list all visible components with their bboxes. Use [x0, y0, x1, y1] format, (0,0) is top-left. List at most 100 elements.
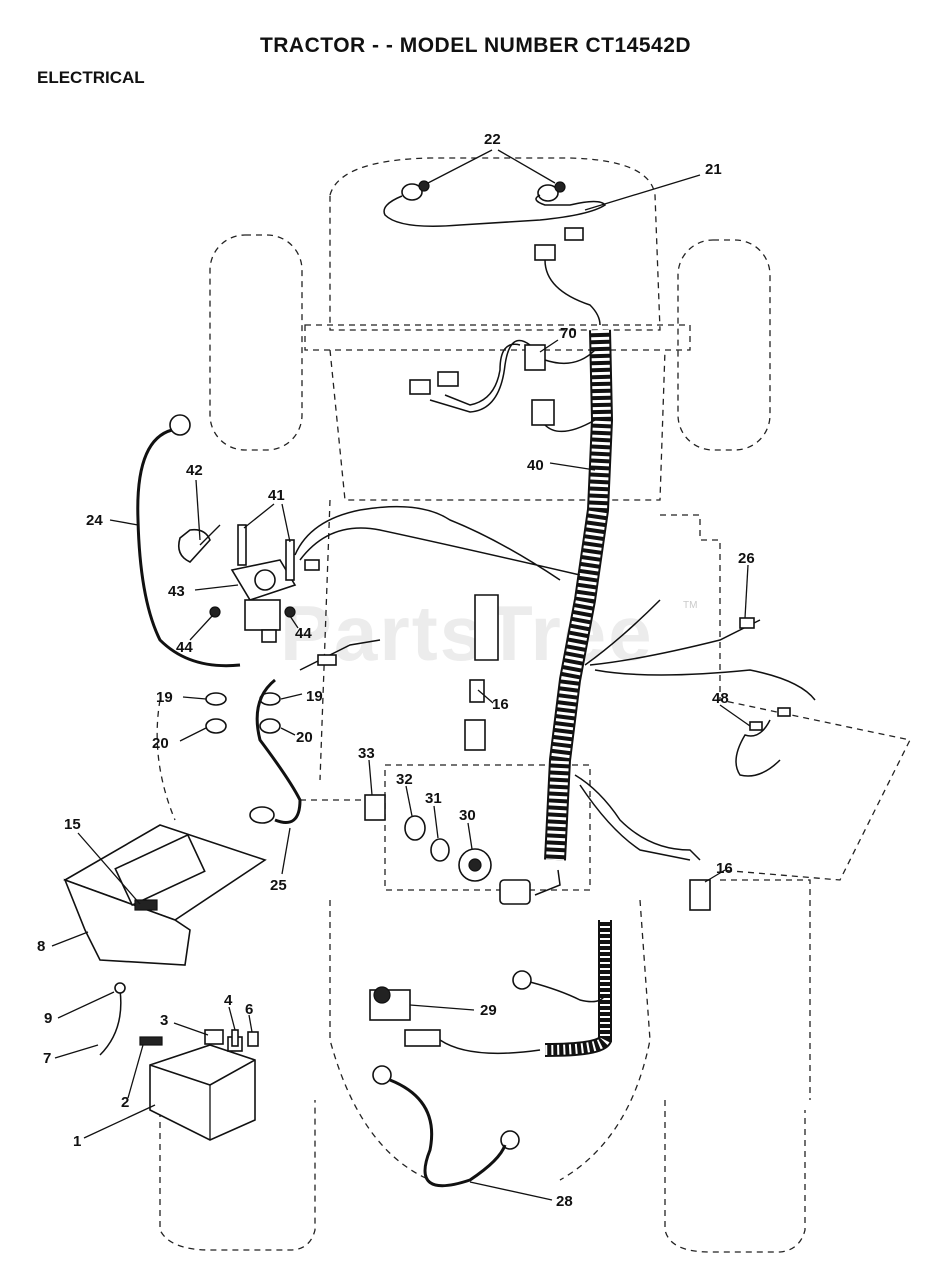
solenoid-clip	[304, 559, 320, 571]
bolt-2	[139, 1036, 163, 1046]
callout-25: 25	[270, 877, 287, 894]
callout-7: 7	[43, 1050, 51, 1067]
callout-20-right: 20	[296, 729, 313, 746]
tractor-outline	[156, 157, 911, 1253]
hold-down-15	[134, 899, 158, 911]
headlight-harness	[383, 194, 607, 227]
page-title: TRACTOR - - MODEL NUMBER CT14542D	[259, 34, 692, 57]
rear-harness-coil	[544, 920, 612, 1057]
cable-28-terminal-b	[500, 1130, 520, 1150]
callout-20-left: 20	[152, 735, 169, 752]
callout-42: 42	[186, 462, 203, 479]
cable-24-terminal	[169, 414, 191, 436]
headlight-right	[537, 181, 566, 202]
watermark-trademark: TM	[683, 600, 698, 611]
harness-plug	[564, 227, 584, 241]
callout-21: 21	[705, 161, 722, 178]
harness-end-plug	[499, 879, 531, 905]
switch-33	[364, 794, 386, 821]
switch-29	[369, 986, 411, 1021]
harness-16-coil	[474, 594, 499, 661]
callout-31: 31	[425, 790, 442, 807]
connector-16-upper	[469, 679, 485, 703]
section-heading: ELECTRICAL	[37, 68, 145, 87]
callout-33: 33	[358, 745, 375, 762]
callout-16-right: 16	[716, 860, 733, 877]
callout-15: 15	[64, 816, 81, 833]
washer-31	[430, 838, 450, 862]
callout-1: 1	[73, 1133, 81, 1150]
headlight-left	[401, 180, 430, 201]
callout-41: 41	[268, 487, 285, 504]
switch-16-right-leads	[574, 774, 701, 861]
harness-branch-rear	[534, 869, 561, 896]
callout-9: 9	[44, 1010, 52, 1027]
callout-24: 24	[86, 512, 103, 529]
inline-connector	[317, 654, 337, 666]
callout-43: 43	[168, 583, 185, 600]
boot-42	[177, 528, 211, 563]
nut-44-right	[284, 606, 296, 618]
battery-1	[149, 1036, 256, 1141]
cable-28-terminal-a	[372, 1065, 392, 1085]
vent-tube-7	[99, 989, 122, 1056]
callout-22: 22	[484, 131, 501, 148]
callout-44-right: 44	[295, 625, 312, 642]
callout-70: 70	[560, 325, 577, 342]
nut-44-left	[209, 606, 221, 618]
callout-19-left: 19	[156, 689, 173, 706]
main-harness-coil	[544, 329, 614, 861]
ring-32	[404, 815, 426, 841]
callout-29: 29	[480, 1002, 497, 1019]
nut-20-right	[259, 718, 281, 734]
callout-26: 26	[738, 550, 755, 567]
lead-48	[735, 719, 781, 777]
elbow-9	[114, 982, 126, 994]
plug-48-b	[777, 707, 791, 717]
battery-cable-24	[136, 428, 241, 668]
rear-ground-wire	[529, 981, 606, 1003]
switch-29-lead	[439, 1039, 541, 1055]
wire-to-switch	[299, 639, 381, 671]
callout-labels: 22 21 70 40 42 41 24 43 44 44 19 19 20 2…	[37, 131, 755, 1210]
cable-25-terminal	[249, 806, 275, 824]
callout-16-left: 16	[492, 696, 509, 713]
harness-connector	[534, 244, 556, 261]
connector-plug-a	[409, 379, 431, 395]
harness-right-branch	[584, 599, 816, 701]
plug-48-a	[749, 721, 763, 731]
nut-20-left	[205, 718, 227, 734]
switch-16-right	[689, 879, 711, 911]
rear-ground-terminal	[512, 970, 532, 990]
connector-plug-c-lead	[544, 419, 596, 433]
connector-70	[524, 344, 546, 371]
callout-4: 4	[224, 992, 233, 1009]
callout-48: 48	[712, 690, 729, 707]
callout-28: 28	[556, 1193, 573, 1210]
callout-32: 32	[396, 771, 413, 788]
connector-29	[404, 1029, 441, 1047]
terminal-3	[204, 1029, 224, 1045]
battery-tray-8	[63, 824, 267, 966]
ignition-switch-30	[458, 848, 492, 882]
callout-30: 30	[459, 807, 476, 824]
leader-lines	[51, 149, 751, 1201]
callout-6: 6	[245, 1001, 253, 1018]
connector-plug-c	[531, 399, 555, 426]
plug-26	[739, 617, 755, 629]
washer-19-left	[205, 692, 227, 706]
solenoid-43	[230, 559, 297, 643]
callout-40: 40	[527, 457, 544, 474]
solenoid-leads	[294, 505, 581, 581]
nut-6	[247, 1031, 259, 1047]
washer-4	[231, 1029, 239, 1047]
callout-8: 8	[37, 938, 45, 955]
connector-70-leads	[429, 339, 596, 413]
cable-28	[389, 1078, 507, 1188]
callout-3: 3	[160, 1012, 168, 1029]
connector-plug-b	[437, 371, 459, 387]
callout-19-right: 19	[306, 688, 323, 705]
callout-44-left: 44	[176, 639, 193, 656]
switch-16-left	[464, 719, 486, 751]
